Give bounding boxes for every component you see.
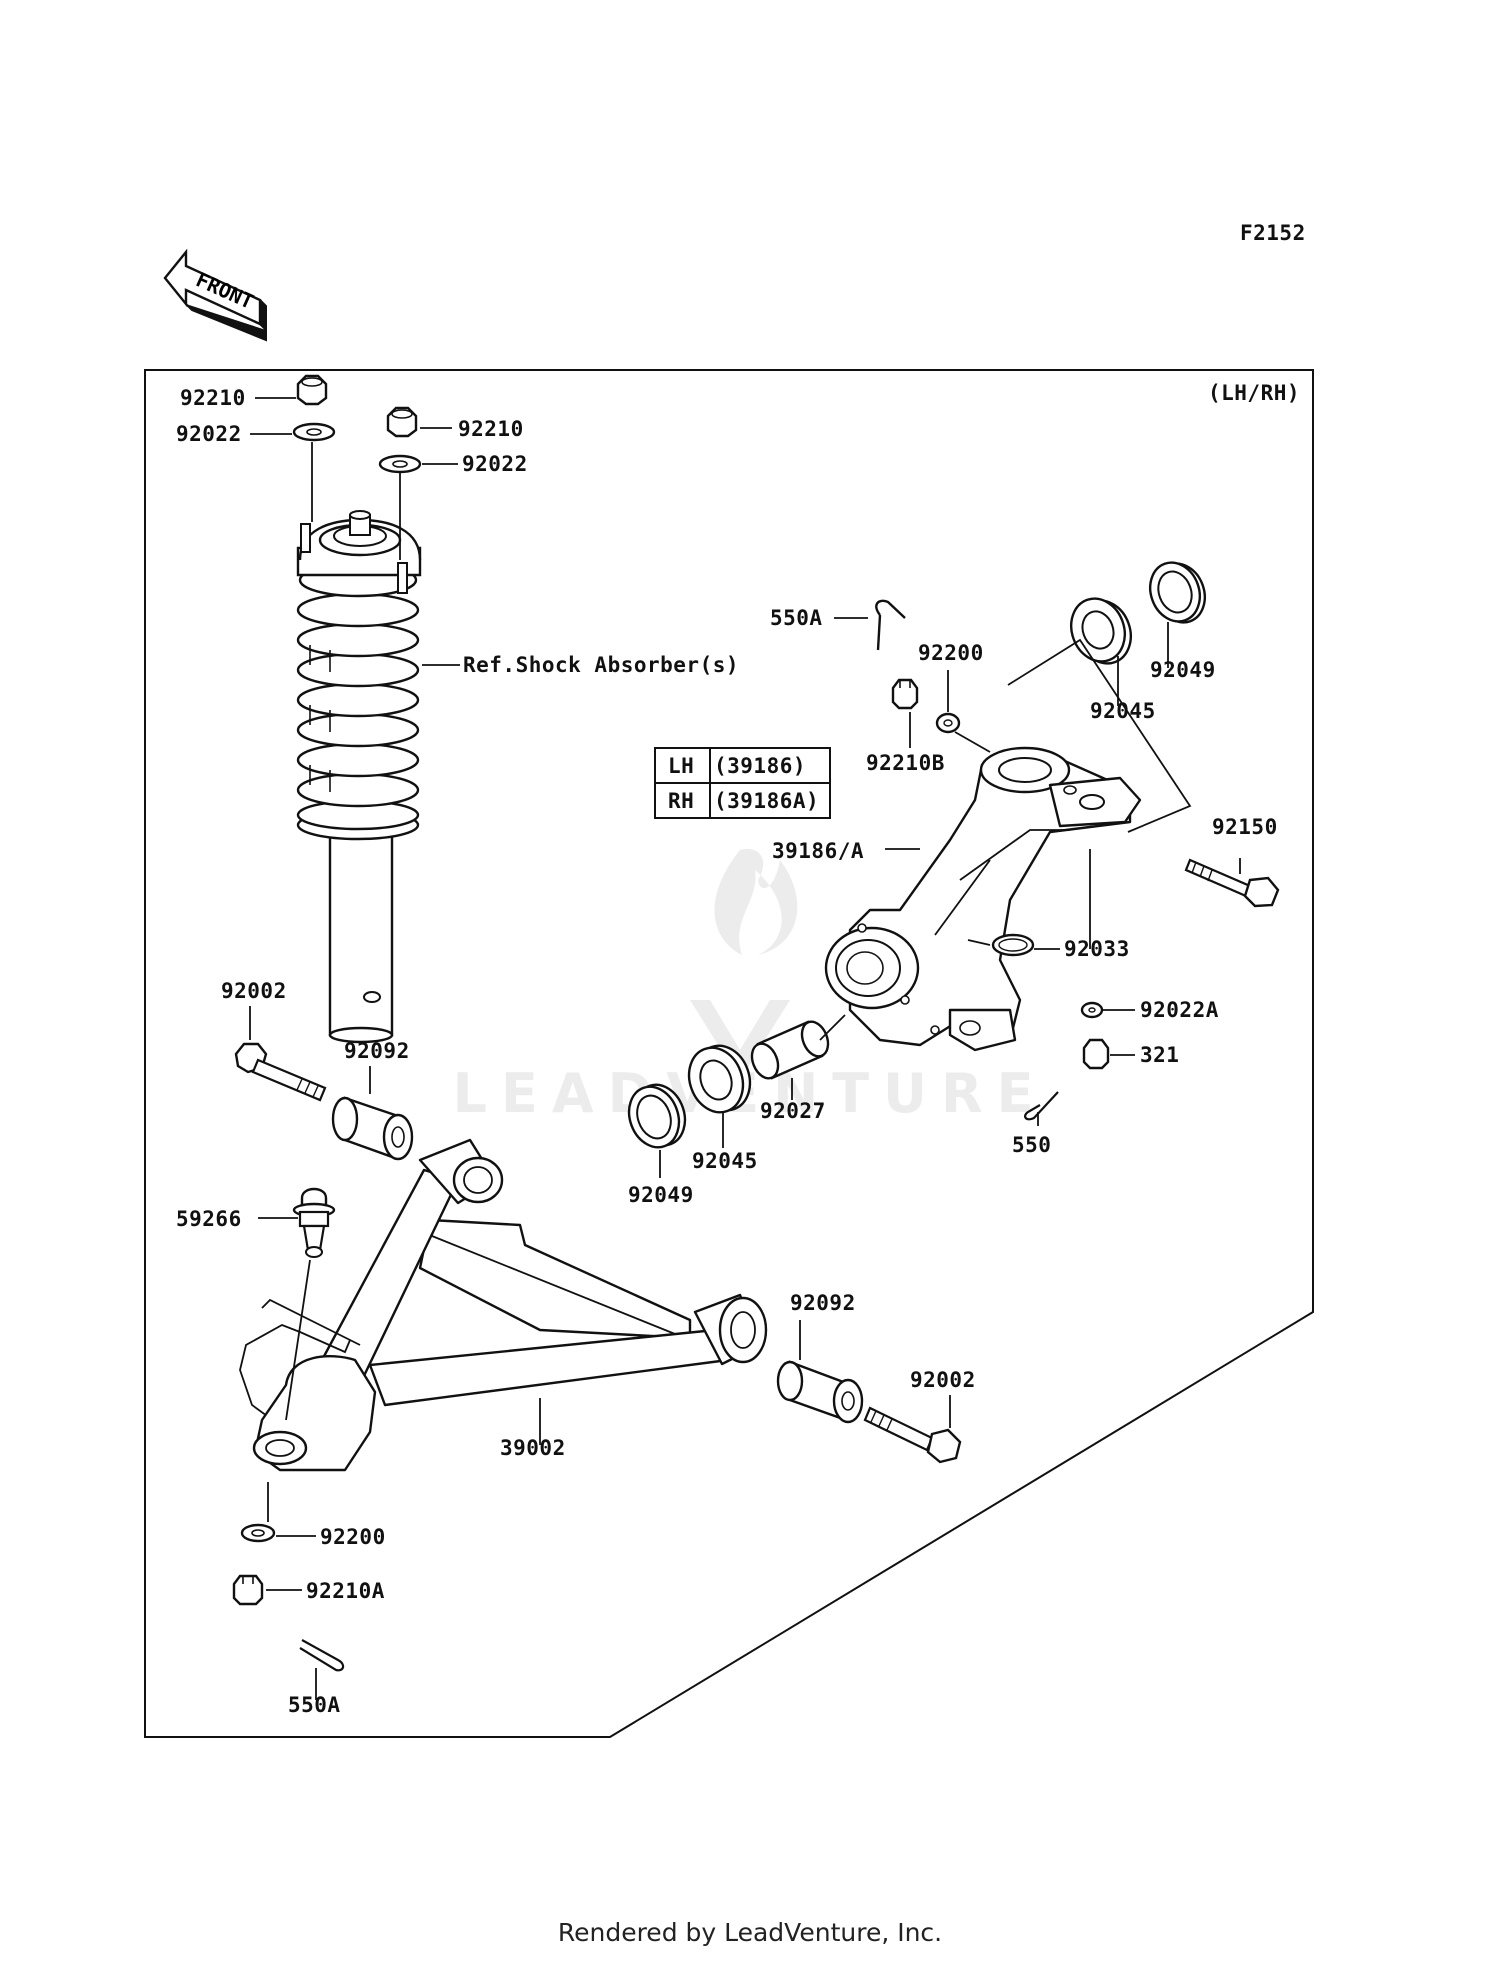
bearing-92045-right-icon [1070,597,1132,665]
watermark-text: LEADVENTURE [453,1062,1048,1125]
steering-knuckle [824,746,1142,1052]
cotter-pin-550a-top-icon [875,599,906,651]
label-39002: 39002 [500,1436,566,1460]
label-92210a: 92210A [306,1579,385,1603]
label-92022a: 92022A [1140,998,1219,1022]
label-92210-top-left: 92210 [180,386,246,410]
bolt-92002-right-icon [863,1406,962,1464]
variant-rh-part: (39186A) [714,789,819,813]
ball-joint-59266-icon [292,1187,336,1258]
label-92049-left: 92049 [628,1183,694,1207]
label-92210b: 92210B [866,751,945,775]
variant-lh-part: (39186) [714,754,806,778]
spacer-92027-icon [750,1020,830,1080]
label-59266: 59266 [176,1207,242,1231]
nut-92210-top-left-icon [296,374,328,406]
diagram-code: F2152 [1240,221,1306,245]
bushing-92092-right-icon [776,1360,864,1424]
washer-92022-top-left-icon [292,422,336,442]
cotter-pin-550-icon [1024,1091,1059,1121]
label-39186a: 39186/A [772,839,864,863]
leader-lines-knuckle [659,617,1241,1178]
diagram-frame [144,369,1314,1738]
leader-lines-top [250,397,460,666]
cotter-pin-550a-bottom-icon [299,1639,345,1672]
leader-lines-arm [249,1006,951,1700]
washer-92022a-icon [1080,1001,1104,1019]
label-92045-right: 92045 [1090,699,1156,723]
washer-92200-bottom-icon [240,1523,276,1543]
bolt-92150-icon [1184,858,1280,908]
side-note: (LH/RH) [1208,381,1300,405]
label-92022-top-right: 92022 [462,452,528,476]
washer-92200-knuckle-icon [935,712,961,734]
castle-nut-92210a-icon [232,1574,264,1606]
nut-321-icon [1082,1038,1110,1070]
label-shock-ref: Ref.Shock Absorber(s) [463,653,739,677]
a-arm-39002 [239,1138,768,1472]
label-550a-bottom: 550A [288,1693,341,1717]
washer-92022-top-right-icon [378,454,422,474]
label-92045-left: 92045 [692,1149,758,1173]
label-92027: 92027 [760,1099,826,1123]
castle-nut-92210b-icon [891,678,919,710]
label-92033: 92033 [1064,937,1130,961]
label-550a-top: 550A [770,606,823,630]
variant-rh-side: RH [668,789,694,813]
label-92092-right: 92092 [790,1291,856,1315]
label-92200-bottom: 92200 [320,1525,386,1549]
label-92002-right: 92002 [910,1368,976,1392]
shock-absorber [296,510,422,1044]
footer-credit: Rendered by LeadVenture, Inc. [557,1918,943,1947]
label-92210-top-right: 92210 [458,417,524,441]
variant-lh-side: LH [668,754,694,778]
seal-92049-right-icon [1149,561,1206,624]
label-92092-left: 92092 [344,1039,410,1063]
label-92150: 92150 [1212,815,1278,839]
seal-92049-left-icon [627,1083,687,1149]
label-92022-top-left: 92022 [176,422,242,446]
label-92200-knuckle: 92200 [918,641,984,665]
front-arrow-icon: FRONT [163,248,267,342]
bearing-92045-left-icon [687,1044,752,1114]
label-550: 550 [1012,1133,1051,1157]
bushing-92092-left-icon [331,1096,414,1161]
label-321: 321 [1140,1043,1179,1067]
nut-92210-top-right-icon [386,406,418,438]
v-logo-icon [690,1000,790,1080]
ring-92033-icon [991,933,1035,957]
variant-table: LH (39186) RH (39186A) [654,747,831,819]
label-92002-left: 92002 [221,979,287,1003]
flame-logo-icon [714,849,798,955]
bolt-92002-left-icon [234,1042,327,1102]
label-92049-right: 92049 [1150,658,1216,682]
